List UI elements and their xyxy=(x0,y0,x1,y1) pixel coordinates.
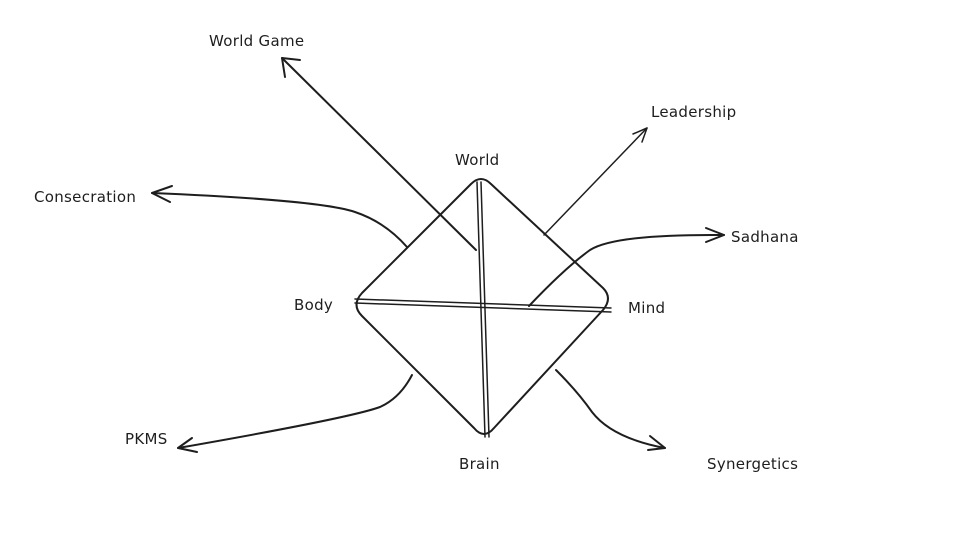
central-diamond xyxy=(355,178,609,435)
branch-label-consecration: Consecration xyxy=(34,188,137,206)
branch-label-synergetics: Synergetics xyxy=(707,455,799,473)
arrow-sadhana xyxy=(528,227,725,307)
body-mind-axis xyxy=(354,298,612,309)
branch-label-world-game: World Game xyxy=(209,32,305,50)
branch-label-sadhana: Sadhana xyxy=(731,228,799,246)
branch-label-leadership: Leadership xyxy=(651,103,737,121)
node-label-world: World xyxy=(455,151,500,169)
node-label-mind: Mind xyxy=(628,299,666,317)
world-brain-axis xyxy=(476,181,486,438)
branch-label-pkms: PKMS xyxy=(125,430,168,448)
arrow-pkms xyxy=(177,374,413,453)
arrow-leadership xyxy=(543,127,648,236)
arrow-world-game xyxy=(281,57,477,251)
arrow-synergetics xyxy=(555,369,666,451)
node-label-body: Body xyxy=(294,296,334,314)
arrow-consecration xyxy=(151,185,408,248)
node-label-brain: Brain xyxy=(459,455,500,473)
